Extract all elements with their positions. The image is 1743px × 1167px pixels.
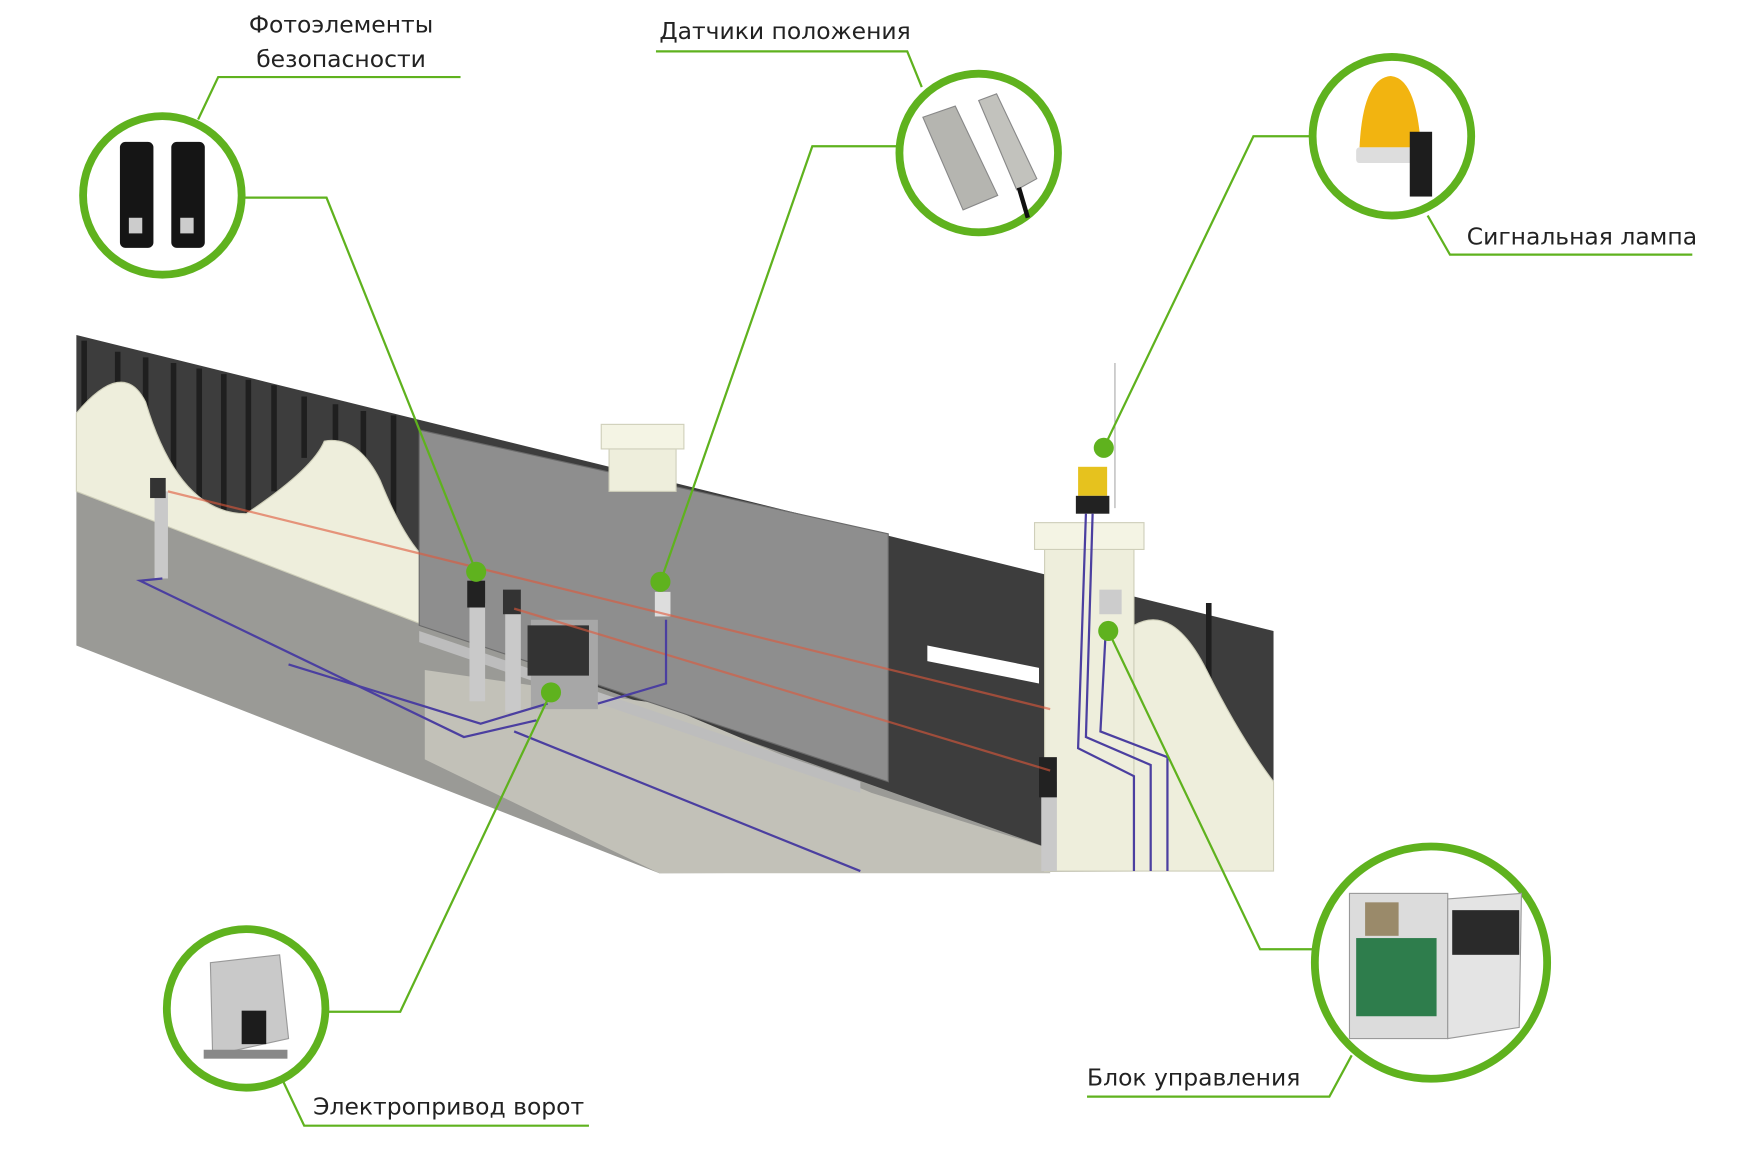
right-wall bbox=[1133, 619, 1275, 872]
label-signal-lamp: Сигнальная лампа bbox=[1467, 223, 1697, 251]
paving bbox=[424, 670, 1051, 874]
wiring bbox=[135, 513, 1169, 873]
label-photocells-line1: Фотоэлементы bbox=[249, 10, 433, 38]
gate-scene bbox=[75, 335, 1275, 874]
safety-beams bbox=[167, 490, 1051, 772]
control-unit-callout[interactable] bbox=[1310, 842, 1552, 1083]
sliding-gate bbox=[418, 429, 889, 783]
label-control-unit: Блок управления bbox=[1087, 1063, 1300, 1091]
gate-motor-callout[interactable] bbox=[162, 925, 330, 1092]
label-position-sensors: Датчики положения bbox=[659, 17, 910, 45]
road-marking bbox=[927, 645, 1040, 684]
photocell-callout[interactable] bbox=[79, 112, 246, 279]
signal-lamp-icon bbox=[1356, 75, 1433, 197]
scene-lamp bbox=[1078, 466, 1108, 496]
callout-lines bbox=[197, 50, 1693, 1127]
gate-motor-icon bbox=[203, 954, 290, 1059]
scene-sensor bbox=[654, 591, 671, 617]
scene-lamp-base bbox=[1075, 495, 1110, 514]
label-gate-motor: Электропривод ворот bbox=[313, 1093, 584, 1121]
callout-dots bbox=[466, 437, 1119, 703]
left-pillar bbox=[600, 423, 685, 492]
position-sensor-callout[interactable] bbox=[895, 69, 1062, 237]
left-wall bbox=[75, 381, 426, 627]
photocell-icon bbox=[119, 141, 205, 248]
control-box-icon bbox=[1348, 892, 1523, 1040]
photocell-posts bbox=[150, 477, 1057, 872]
scene-motor bbox=[527, 619, 598, 710]
signal-lamp-callout[interactable] bbox=[1308, 53, 1476, 220]
scene-control-box bbox=[1099, 589, 1122, 615]
magnetic-sensor-icon bbox=[922, 93, 1038, 219]
label-photocells-line2: безопасности bbox=[256, 45, 426, 73]
